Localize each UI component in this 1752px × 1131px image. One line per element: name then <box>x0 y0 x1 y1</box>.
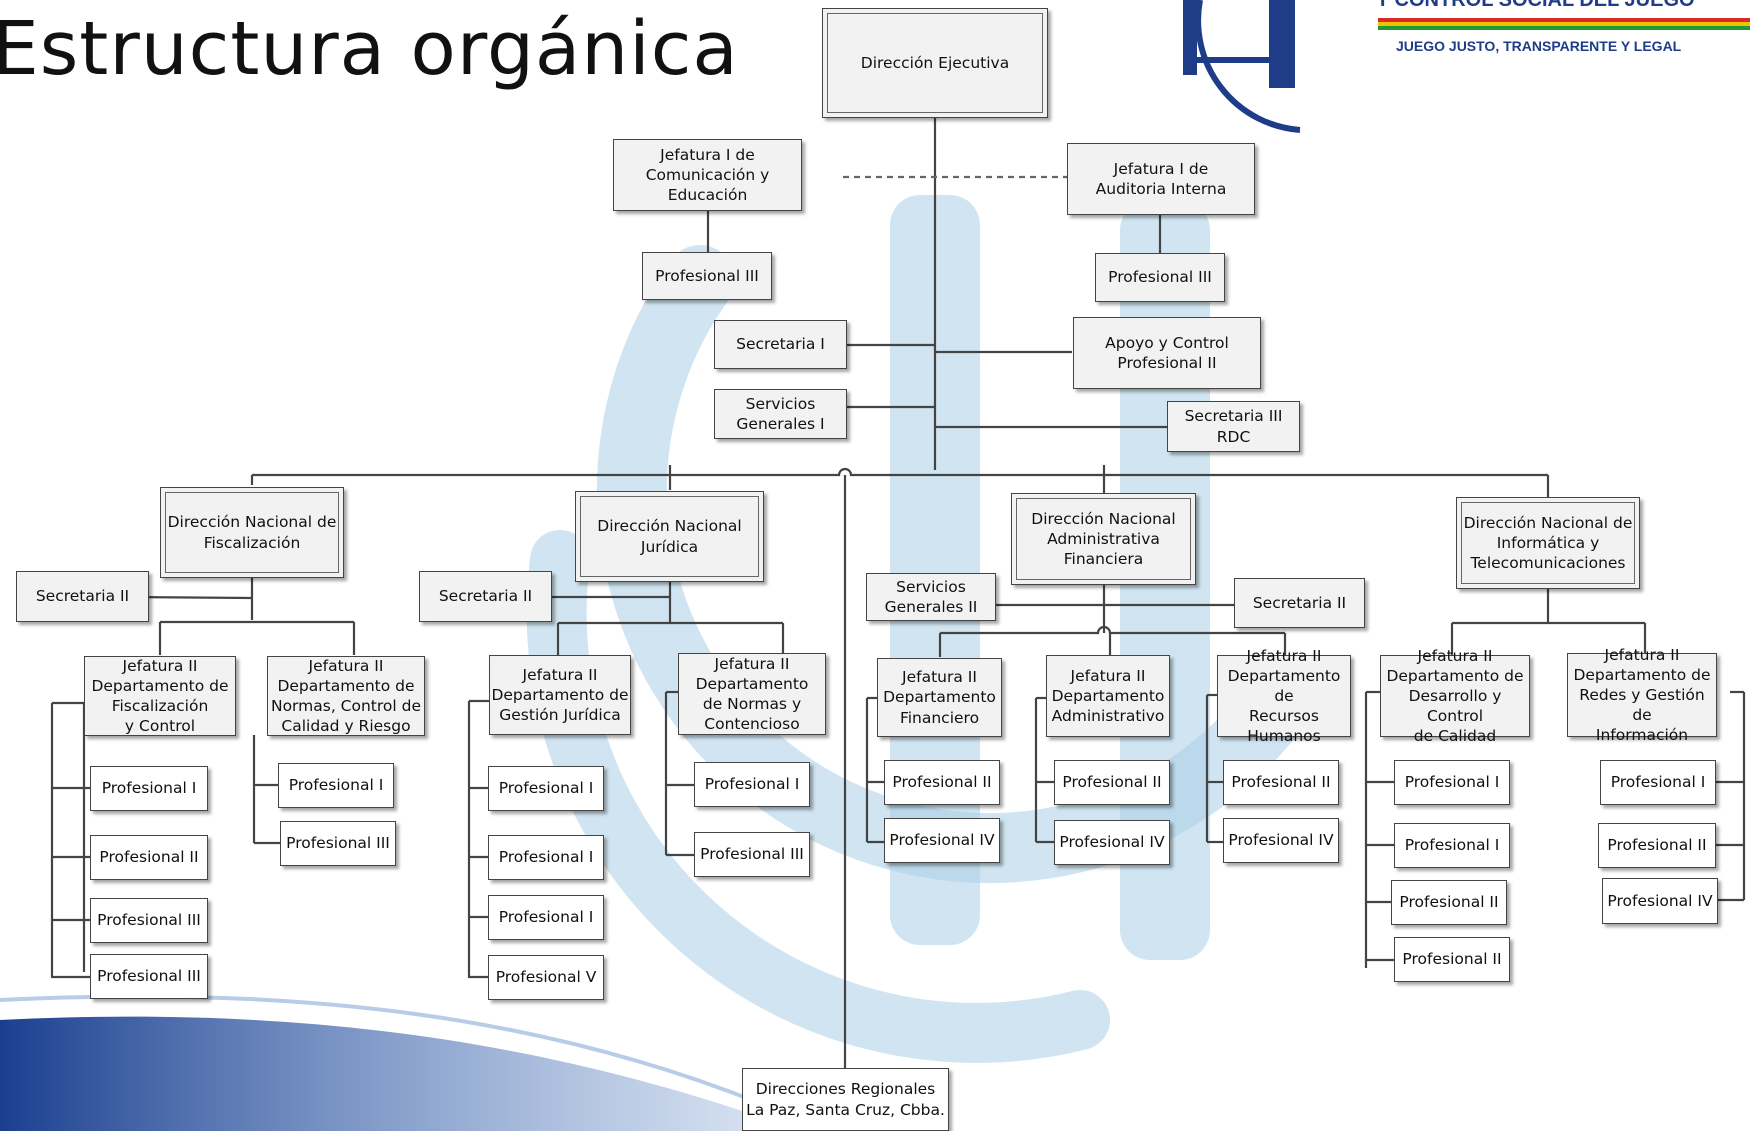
fiscalizacion-dept2-profesional-2: Profesional III <box>280 821 396 866</box>
fiscalizacion-dept1-profesional-1: Profesional I <box>90 766 208 811</box>
juridica-dept2-box: Jefatura II Departamento de Normas y Con… <box>678 653 826 735</box>
juridica-dept1-profesional-1: Profesional I <box>488 766 604 811</box>
juridica-dept2-profesional-1: Profesional I <box>694 762 810 807</box>
informatica-dept1-profesional-3: Profesional II <box>1391 880 1507 925</box>
logo: Y CONTROL SOCIAL DEL JUEGO JUEGO JUSTO, … <box>1170 0 1752 145</box>
juridica-dept1-profesional-2: Profesional I <box>488 835 604 880</box>
fiscalizacion-dept1-profesional-3: Profesional III <box>90 898 208 943</box>
informatica-dept2-profesional-1: Profesional I <box>1600 760 1716 805</box>
juridica-dept1-profesional-4: Profesional V <box>488 955 604 1000</box>
page-title: Estructura orgánica <box>0 6 739 92</box>
direccion-fiscalizacion-box: Dirección Nacional de Fiscalización <box>160 487 344 578</box>
informatica-dept1-box: Jefatura II Departamento de Desarrollo y… <box>1380 647 1530 745</box>
apoyo-control-box: Apoyo y Control Profesional II <box>1073 317 1261 389</box>
administrativa-dept2-profesional-1: Profesional II <box>1054 760 1170 805</box>
direccion-informatica-box: Dirección Nacional de Informática y Tele… <box>1456 497 1640 589</box>
juridica-secretaria-box: Secretaria II <box>419 571 552 622</box>
informatica-dept2-box: Jefatura II Departamento de Redes y Gest… <box>1567 646 1717 744</box>
administrativa-dept2-box: Jefatura II Departamento Administrativo <box>1046 655 1170 737</box>
secretaria-i-box: Secretaria I <box>714 320 847 369</box>
informatica-dept1-profesional-4: Profesional II <box>1394 937 1510 982</box>
jefatura-comunicacion-profesional-box: Profesional III <box>642 252 772 300</box>
jefatura-comunicacion-box: Jefatura I de Comunicación y Educación <box>613 139 802 211</box>
administrativa-dept1-profesional-2: Profesional IV <box>884 818 1000 863</box>
administrativa-dept1-profesional-1: Profesional II <box>884 760 1000 805</box>
servicios-generales-i-box: Servicios Generales I <box>714 389 847 439</box>
logo-line2: JUEGO JUSTO, TRANSPARENTE Y LEGAL <box>1396 38 1682 54</box>
fiscalizacion-dept1-profesional-2: Profesional II <box>90 835 208 880</box>
fiscalizacion-dept1-profesional-4: Profesional III <box>90 954 208 999</box>
logo-line1: Y CONTROL SOCIAL DEL JUEGO <box>1376 0 1695 11</box>
informatica-dept1-profesional-1: Profesional I <box>1394 760 1510 805</box>
administrativa-dept3-box: Jefatura II Departamento de Recursos Hum… <box>1217 647 1351 745</box>
juridica-dept2-profesional-2: Profesional III <box>694 832 810 877</box>
informatica-dept2-profesional-2: Profesional II <box>1598 823 1716 868</box>
jefatura-auditoria-box: Jefatura I de Auditoria Interna <box>1067 143 1255 215</box>
administrativa-dept3-profesional-2: Profesional IV <box>1223 818 1339 863</box>
administrativa-servicios-box: Servicios Generales II <box>866 573 996 621</box>
administrativa-dept1-box: Jefatura II Departamento Financiero <box>877 658 1002 737</box>
watermark-bar-left <box>890 195 980 945</box>
fiscalizacion-secretaria-box: Secretaria II <box>16 571 149 622</box>
fiscalizacion-dept2-profesional-1: Profesional I <box>278 763 394 808</box>
informatica-dept2-profesional-3: Profesional IV <box>1602 878 1718 924</box>
juridica-dept1-profesional-3: Profesional I <box>488 895 604 940</box>
jefatura-auditoria-profesional-box: Profesional III <box>1095 253 1225 302</box>
informatica-dept1-profesional-2: Profesional I <box>1394 823 1510 868</box>
direccion-ejecutiva-box: Dirección Ejecutiva <box>822 8 1048 118</box>
fiscalizacion-dept1-box: Jefatura II Departamento de Fiscalizació… <box>84 656 236 736</box>
administrativa-dept3-profesional-1: Profesional II <box>1223 760 1339 805</box>
fiscalizacion-dept2-box: Jefatura II Departamento de Normas, Cont… <box>267 656 425 736</box>
logo-emblem: Y CONTROL SOCIAL DEL JUEGO JUEGO JUSTO, … <box>1183 0 1750 133</box>
secretaria-iii-rdc-box: Secretaria III RDC <box>1167 401 1300 452</box>
administrativa-dept2-profesional-2: Profesional IV <box>1054 820 1170 865</box>
direcciones-regionales-box: Direcciones Regionales La Paz, Santa Cru… <box>742 1068 949 1131</box>
juridica-dept1-box: Jefatura II Departamento de Gestión Jurí… <box>489 655 631 735</box>
administrativa-secretaria-box: Secretaria II <box>1234 578 1365 628</box>
direccion-juridica-box: Dirección Nacional Jurídica <box>575 491 764 582</box>
direccion-administrativa-box: Dirección Nacional Administrativa Financ… <box>1011 493 1196 585</box>
